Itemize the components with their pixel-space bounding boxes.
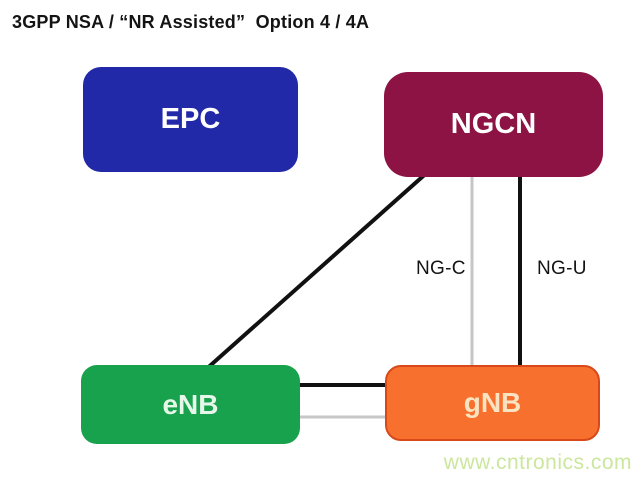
edge-ngcn-enb-line (201, 168, 432, 374)
edge-label-ng-u: NG-U (537, 258, 587, 279)
node-ngcn: NGCN (384, 72, 603, 177)
diagram-title: 3GPP NSA / “NR Assisted” Option 4 / 4A (12, 12, 370, 32)
node-gnb: gNB (385, 365, 600, 441)
node-epc: EPC (83, 67, 298, 172)
edge-label-ng-c: NG-C (416, 258, 466, 279)
node-gnb-label: gNB (463, 387, 522, 418)
node-enb-label: eNB (162, 388, 219, 420)
node-enb: eNB (81, 365, 300, 444)
node-ngcn-label: NGCN (450, 108, 537, 140)
node-epc-label: EPC (160, 103, 221, 135)
watermark-text: www.cntronics.com (443, 451, 632, 474)
